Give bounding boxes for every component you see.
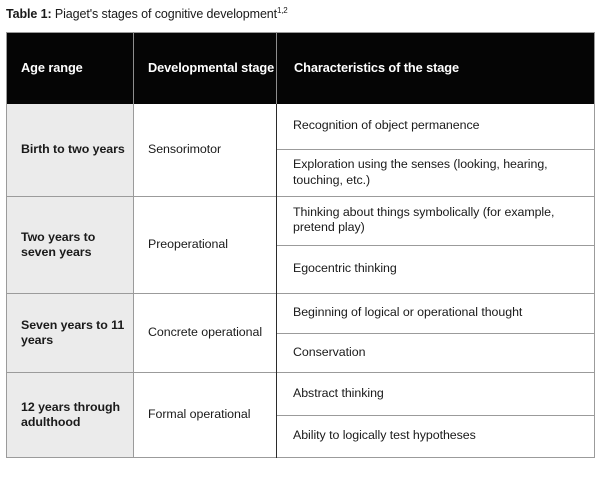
characteristic-text: Recognition of object permanence	[293, 118, 480, 132]
cell-age-range: Two years to seven years	[6, 196, 134, 294]
column-header-developmental-stage: Developmental stage	[133, 32, 277, 104]
cell-age-range: Birth to two years	[6, 103, 134, 197]
characteristic-text: Beginning of logical or operational thou…	[293, 305, 523, 319]
characteristic-item: Recognition of object permanence	[277, 104, 594, 150]
column-header-age-range: Age range	[6, 32, 134, 104]
caption-label: Table 1:	[6, 7, 52, 21]
table-caption: Table 1: Piaget's stages of cognitive de…	[6, 5, 288, 22]
caption-reference-superscript: 1,2	[277, 5, 288, 15]
cell-age-range: Seven years to 11 years	[6, 293, 134, 373]
characteristic-item: Exploration using the senses (looking, h…	[277, 149, 594, 196]
characteristic-item: Egocentric thinking	[277, 244, 594, 293]
characteristic-text: Ability to logically test hypotheses	[277, 414, 594, 457]
characteristic-text: Thinking about things symbolically (for …	[293, 204, 555, 235]
characteristics-list: Recognition of object permanence Explora…	[277, 104, 594, 196]
table-header-row: Age range Developmental stage Characteri…	[6, 32, 595, 104]
characteristic-text: Abstract thinking	[293, 385, 384, 400]
cell-developmental-stage: Sensorimotor	[133, 103, 277, 197]
cell-characteristics: Thinking about things symbolically (for …	[276, 196, 595, 294]
cell-characteristics: Beginning of logical or operational thou…	[276, 293, 595, 373]
cell-age-range: 12 years through adulthood	[6, 372, 134, 458]
table-row: Two years to seven years Preoperational …	[6, 196, 595, 294]
cell-developmental-stage: Preoperational	[133, 196, 277, 294]
characteristic-item: Beginning of logical or operational thou…	[277, 294, 594, 333]
table-row: Birth to two years Sensorimotor Recognit…	[6, 103, 595, 197]
caption-text: Piaget's stages of cognitive development	[51, 7, 278, 21]
characteristic-item: Abstract thinking	[277, 373, 594, 415]
table-row: 12 years through adulthood Formal operat…	[6, 372, 595, 458]
characteristic-item: Conservation	[277, 332, 594, 372]
characteristics-list: Beginning of logical or operational thou…	[277, 294, 594, 372]
characteristic-text: Conservation	[277, 332, 594, 372]
cell-developmental-stage: Concrete operational	[133, 293, 277, 373]
table-row: Seven years to 11 years Concrete operati…	[6, 293, 595, 373]
characteristic-text: Exploration using the senses (looking, h…	[277, 149, 594, 196]
characteristics-list: Thinking about things symbolically (for …	[277, 197, 594, 293]
characteristic-text: Egocentric thinking	[277, 244, 594, 293]
table-header: Age range Developmental stage Characteri…	[6, 32, 595, 104]
cell-characteristics: Recognition of object permanence Explora…	[276, 103, 595, 197]
table-body: Birth to two years Sensorimotor Recognit…	[6, 103, 595, 458]
column-header-characteristics: Characteristics of the stage	[276, 32, 595, 104]
characteristics-list: Abstract thinking Ability to logically t…	[277, 373, 594, 457]
characteristic-item: Ability to logically test hypotheses	[277, 414, 594, 457]
characteristic-item: Thinking about things symbolically (for …	[277, 197, 594, 245]
cell-characteristics: Abstract thinking Ability to logically t…	[276, 372, 595, 458]
cell-developmental-stage: Formal operational	[133, 372, 277, 458]
piaget-stages-table: Age range Developmental stage Characteri…	[6, 32, 595, 458]
